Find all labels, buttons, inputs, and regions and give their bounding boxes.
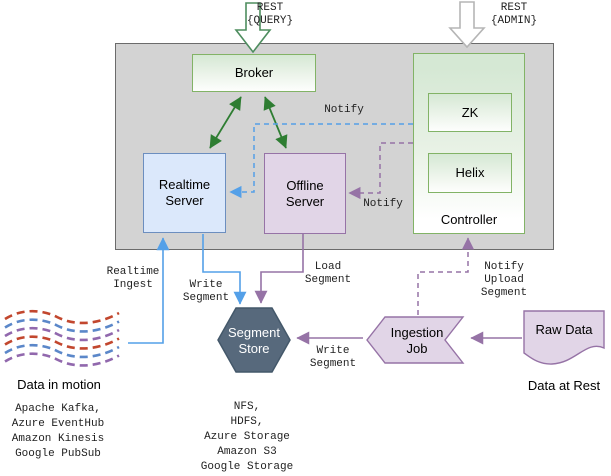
rest-admin-arrow-icon: [448, 1, 486, 49]
write-segment-ingestion-label: Write Segment: [309, 345, 357, 370]
realtime-ingest-label: Realtime Ingest: [106, 266, 160, 291]
controller-node: Controller: [413, 53, 525, 234]
helix-node: Helix: [428, 153, 512, 193]
rest-admin-label: REST {ADMIN}: [490, 2, 538, 27]
broker-node: Broker: [192, 54, 316, 92]
realtime-server-node: Realtime Server: [143, 153, 226, 233]
ingestion-job-label: Ingestion Job: [390, 325, 444, 356]
write-segment-realtime-label: Write Segment: [182, 279, 230, 304]
offline-server-node: Offline Server: [264, 153, 346, 234]
data-at-rest-caption: Data at Rest: [527, 378, 601, 393]
rest-query-label: REST {QUERY}: [246, 2, 294, 27]
notify-upload-segment-label: Notify Upload Segment: [480, 261, 528, 299]
data-in-motion-waves-icon: [4, 309, 120, 367]
data-in-motion-caption: Data in motion: [17, 377, 101, 392]
streaming-systems-list: Apache Kafka, Azure EventHub Amazon Kine…: [11, 403, 105, 460]
controller-label: Controller: [440, 212, 498, 227]
raw-data-label: Raw Data: [535, 322, 593, 337]
notify-offline-label: Notify: [363, 198, 403, 210]
storage-systems-list: NFS, HDFS, Azure Storage Amazon S3 Googl…: [200, 401, 294, 473]
notify-realtime-label: Notify: [324, 104, 364, 116]
segment-store-label: Segment Store: [227, 325, 281, 356]
load-segment-label: Load Segment: [304, 261, 352, 286]
zk-node: ZK: [428, 93, 512, 132]
